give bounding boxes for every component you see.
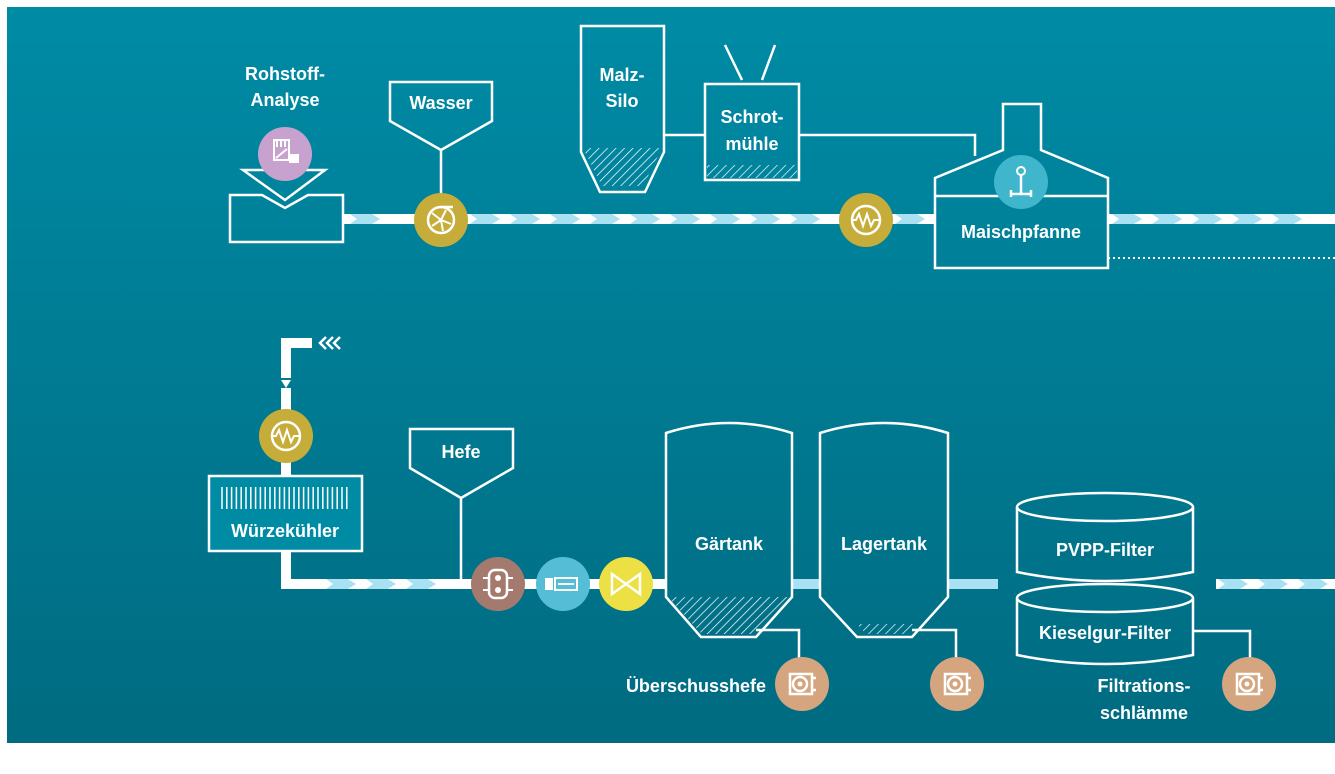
flow-arrow: [1272, 214, 1302, 224]
malz-silo: Malz- Silo: [579, 24, 705, 194]
flow-arrows-top: [350, 214, 1302, 224]
flow-arrow: [550, 214, 580, 224]
gaertank-label: Gärtank: [695, 534, 764, 554]
flow-arrow: [710, 214, 740, 224]
schrot-label-1: Schrot-: [721, 107, 784, 127]
peristaltic-pump-icon: [930, 657, 984, 711]
flow-arrow: [590, 214, 620, 224]
malz-label-1: Malz-: [600, 65, 645, 85]
agitator-icon: [994, 155, 1048, 209]
peristaltic-pump-icon: [1222, 657, 1276, 711]
flow-arrow: [1232, 214, 1262, 224]
flow-arrow: [470, 214, 500, 224]
schrot-label-2: mühle: [725, 134, 778, 154]
heat-exchanger-icon: [839, 193, 893, 247]
flow-arrow: [326, 579, 356, 589]
wuerzekuehler-label: Würzekühler: [231, 521, 339, 541]
pvpp-label: PVPP-Filter: [1056, 540, 1154, 560]
maischpfanne: Maischpfanne: [933, 102, 1110, 270]
flow-arrow: [750, 214, 780, 224]
return-arrows: [281, 336, 341, 388]
flow-arrow: [350, 214, 380, 224]
wuerzekuehler: Würzekühler: [207, 474, 364, 553]
flow-arrow: [670, 214, 700, 224]
flow-arrow: [366, 579, 396, 589]
diagram-background: [7, 7, 1335, 743]
flow-arrow: [1258, 579, 1288, 589]
lagertank: Lagertank: [818, 421, 958, 662]
kieselgur-filter: Kieselgur-Filter: [1015, 582, 1252, 666]
flow-arrow: [1192, 214, 1222, 224]
flow-arrow: [510, 214, 540, 224]
flow-arrow: [406, 579, 436, 589]
flow-arrow: [630, 214, 660, 224]
malz-label-2: Silo: [605, 91, 638, 111]
rohstoff-label-1: Rohstoff-: [245, 64, 325, 84]
flow-arrows-bottom: [326, 579, 1328, 589]
flow-arrow: [1152, 214, 1182, 224]
flow-arrow: [1298, 579, 1328, 589]
flowmeter-icon: [536, 557, 590, 611]
pvpp-filter: PVPP-Filter: [1015, 491, 1195, 583]
filtration-label-2: schlämme: [1100, 703, 1188, 723]
valve-block-icon: [471, 557, 525, 611]
butterfly-valve-icon: [599, 557, 653, 611]
hefe-hopper: Hefe: [408, 427, 515, 580]
peristaltic-pump-icon: [775, 657, 829, 711]
heat-exchanger-icon: [259, 409, 313, 463]
maischpfanne-label: Maischpfanne: [961, 222, 1081, 242]
schrotmuehle: Schrot- mühle: [703, 44, 977, 182]
wasser-hopper: Wasser: [388, 80, 494, 193]
lagertank-label: Lagertank: [841, 534, 928, 554]
centrifugal-pump-icon: [414, 193, 468, 247]
ueberschusshefe-label: Überschusshefe: [626, 676, 766, 696]
flow-arrow: [1218, 579, 1248, 589]
rohstoff-analyse: Rohstoff- Analyse: [228, 64, 345, 244]
rohstoff-label-2: Analyse: [250, 90, 319, 110]
filtration-label-1: Filtrations-: [1098, 676, 1191, 696]
flow-arrow: [895, 214, 925, 224]
wasser-label: Wasser: [409, 93, 472, 113]
kieselgur-label: Kieselgur-Filter: [1039, 623, 1171, 643]
gaertank: Gärtank: [664, 421, 801, 662]
flow-arrow: [1112, 214, 1142, 224]
hefe-label: Hefe: [441, 442, 480, 462]
analysis-icon: [258, 127, 312, 181]
flow-arrow: [790, 214, 820, 224]
